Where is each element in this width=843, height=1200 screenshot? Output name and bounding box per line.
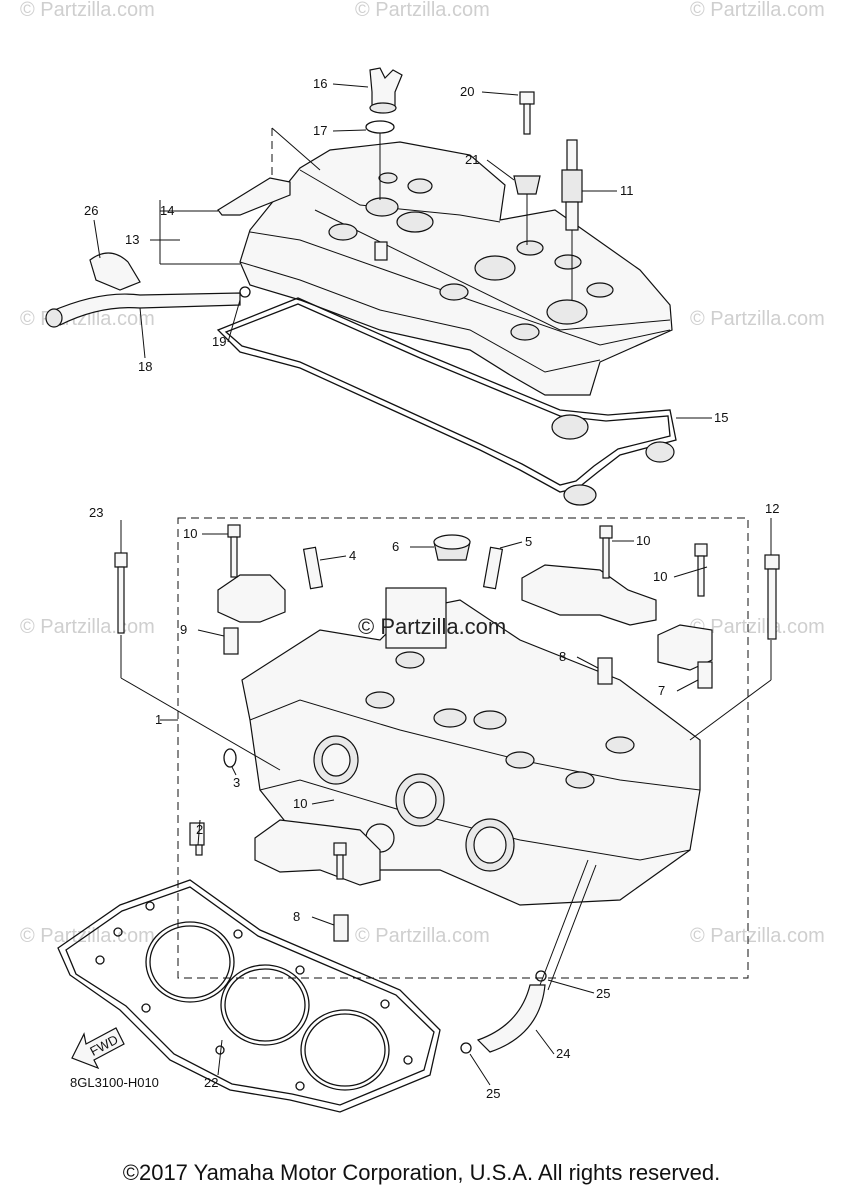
callout-label: 24 [556,1046,570,1061]
cylinder-head-bolts [114,524,780,880]
spark-plug [561,139,583,300]
callout-pointers [93,83,772,1086]
water-hose [460,970,547,1054]
cylinder-head [177,517,749,979]
callout-label: 17 [313,123,327,138]
callout-label: 18 [138,359,152,374]
valve-guides [302,534,504,590]
cylinder-head-gasket [57,879,441,1113]
callout-label: 7 [658,683,665,698]
watermark: © Partzilla.com [20,925,155,947]
diagram-code: 8GL3100-H010 [70,1075,159,1090]
callout-label: 13 [125,232,139,247]
callout-label: 12 [765,501,779,516]
breather-hose [45,252,251,328]
cover-bolt [513,91,541,245]
watermark: © Partzilla.com [20,0,155,21]
callout-label: 21 [465,152,479,167]
callout-label: 16 [313,76,327,91]
fwd-arrow: FWD [71,1027,125,1070]
watermark: © Partzilla.com [355,0,490,21]
callout-label: 23 [89,505,103,520]
cover-gasket [216,297,677,506]
watermark: © Partzilla.com [690,308,825,330]
center-watermark: © Partzilla.com [358,614,506,639]
watermark: © Partzilla.com [690,616,825,638]
callout-label: 9 [180,622,187,637]
callout-label: 10 [183,526,197,541]
watermark: © Partzilla.com [20,616,155,638]
callout-label: 14 [160,203,174,218]
callout-label: 11 [620,183,634,198]
callout-label: 10 [653,569,667,584]
camshaft-caps [217,564,713,886]
callout-label: 25 [486,1086,500,1101]
watermark: © Partzilla.com [690,0,825,21]
callout-label: 8 [559,649,566,664]
copyright-notice: ©2017 Yamaha Motor Corporation, U.S.A. A… [122,1160,721,1185]
bracket [217,127,321,216]
callout-label: 6 [392,539,399,554]
watermark: © Partzilla.com [355,925,490,947]
callout-label: 10 [293,796,307,811]
callout-label: 26 [84,203,98,218]
cylinder-head-cover [239,141,673,396]
watermark: © Partzilla.com [690,925,825,947]
oil-filler-cap [365,67,403,200]
callout-label: 10 [636,533,650,548]
callout-label: 8 [293,909,300,924]
callout-label: 25 [596,986,610,1001]
callout-label: 1 [155,712,162,727]
callout-label: 5 [525,534,532,549]
callout-label: 20 [460,84,474,99]
callout-label: 19 [212,334,226,349]
callout-label: 4 [349,548,356,563]
callout-label: 22 [204,1075,218,1090]
callout-label: 3 [233,775,240,790]
callout-label: 15 [714,410,728,425]
dowel-pins [189,627,713,942]
